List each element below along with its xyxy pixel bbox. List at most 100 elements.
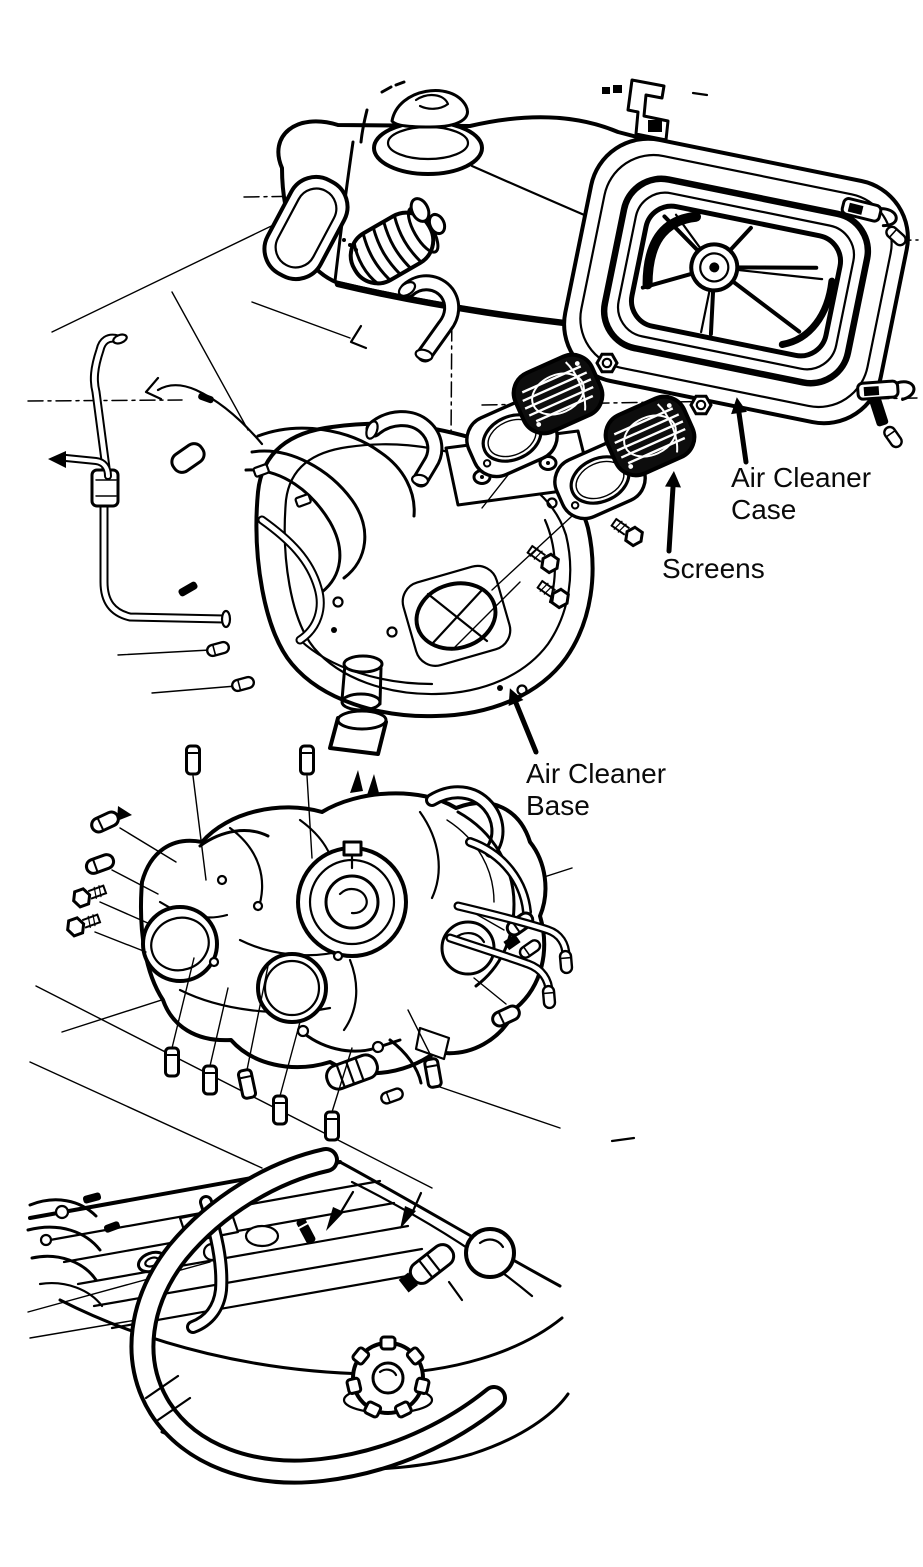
intake-duct-assembly-shape (359, 108, 369, 144)
carb-studs-shape (209, 987, 229, 1067)
corrugated-hose-shape-shape (393, 214, 423, 264)
centerlines-shape (27, 399, 183, 402)
elbow-duct-lower-shape (368, 413, 441, 485)
nut-2 (689, 394, 713, 416)
oil-filler-cap-shape-shape (393, 1400, 413, 1419)
base-small-fittings-shape (151, 685, 237, 694)
carburetor-shape (456, 810, 516, 988)
engine-top-view-shape (29, 1317, 149, 1339)
oil-filler-cap-shape-shape (379, 1335, 397, 1351)
air-cleaner-base-shape (516, 684, 528, 696)
carb-studs-shape (324, 1110, 340, 1142)
base-outlet-hole-shape (430, 588, 484, 646)
accel-pump-shape (354, 1056, 365, 1082)
case-latch-top-shape-shape (847, 202, 864, 215)
base-hoses-shape (250, 449, 367, 580)
base-outlet-hole-shape-shape (414, 581, 498, 651)
carburetor-shape (428, 788, 502, 855)
top-clamp-shape (602, 87, 610, 94)
carb-studs-shape (202, 1064, 218, 1096)
vent-hose (48, 333, 232, 629)
base-outlet-hole (401, 564, 512, 667)
intake-mouth-shape (262, 174, 350, 282)
base-small-fittings-shape (229, 674, 257, 694)
nut-1 (595, 352, 619, 374)
case-latch-top-shape (840, 197, 898, 228)
insert-arrow-icon (349, 324, 368, 350)
carburetor-shape (418, 810, 440, 900)
oil-filler-cap-shape (363, 1400, 383, 1419)
case-latch-bottom-shape (880, 423, 906, 451)
corrugated-hose (342, 197, 447, 286)
case-label-arrowhead-icon (731, 397, 747, 415)
carburetor-shape (216, 874, 228, 886)
pointer-arrow-icon (400, 1206, 416, 1229)
screens-label-text: Screens (662, 553, 765, 584)
corrugated-hose-shape (348, 243, 352, 247)
carb-studs-shape (422, 1056, 444, 1090)
hose-ring (409, 197, 431, 223)
carburetor-shape (332, 950, 344, 962)
intake-mouth-shape (274, 187, 338, 269)
carb-studs-shape (63, 909, 103, 939)
carb-side-pipes-shape (447, 935, 552, 995)
carburetor-shape (35, 985, 433, 1189)
base-label-arrowhead-icon (508, 688, 524, 706)
carburetor-shape (208, 956, 220, 968)
case-label-line1: Air Cleaner (731, 462, 871, 493)
wing-cap-shape (394, 80, 406, 87)
leader-lines-shape (251, 301, 351, 339)
oil-filler-cap-shape (371, 1361, 405, 1395)
carb-studs (63, 744, 544, 1142)
vent-hose-shape (112, 333, 128, 345)
top-clamp-shape (691, 91, 709, 97)
coolant-hose-shape (144, 1374, 180, 1400)
elbow-duct-lower-shape (410, 473, 430, 487)
carb-studs-shape (94, 931, 147, 953)
carburetor-shape (29, 1061, 263, 1169)
engine-top-view-shape (339, 1190, 355, 1214)
carb-diaphragm-shape (324, 874, 380, 930)
base-small-fittings-shape-shape (198, 392, 214, 404)
case-latch-top (840, 197, 910, 249)
corrugated-hose-shape (354, 248, 358, 252)
wiring-cluster-shape (26, 1225, 102, 1252)
coolant-hose (129, 1147, 507, 1485)
gaskets-and-screens (451, 345, 713, 651)
carb-studs-shape (82, 851, 118, 877)
air-cleaner-case-shape-shape (709, 262, 720, 273)
spacer-sleeve-shape (170, 442, 206, 474)
wiring-cluster-shape (28, 1198, 98, 1218)
base-spout-shape (342, 654, 384, 674)
wiring-cluster-shape (244, 1224, 280, 1248)
carb-diaphragm-shape (338, 888, 368, 915)
carb-diaphragm (296, 840, 408, 958)
top-clamp-shape (648, 120, 662, 132)
carb-studs-shape (236, 1067, 258, 1101)
air-cleaner-base-shape (546, 497, 558, 509)
elbow-duct-upper (397, 274, 461, 363)
label-screens: Screens (662, 471, 765, 584)
intake-mouth (262, 174, 350, 282)
carb-studs-shape (407, 1009, 434, 1061)
carb-studs-shape (111, 869, 159, 895)
oil-filler-cap-shape (378, 1368, 398, 1377)
oil-filler-cap-shape-shape (363, 1400, 383, 1419)
air-cleaner-base-shape (497, 685, 503, 691)
base-spout-shape (378, 666, 383, 706)
accel-pump-shape (344, 1060, 356, 1086)
corrugated-hose-shape (348, 206, 440, 286)
insert-arrow-icon (144, 376, 163, 401)
corrugated-hose-shape-shape (371, 226, 402, 276)
air-cleaner-case-shape-shape (616, 191, 856, 371)
top-clamp-shape (613, 85, 622, 93)
base-hoses-shape (259, 517, 323, 643)
label-air-cleaner-case: Air Cleaner Case (731, 397, 871, 525)
wiring-cluster-shape-shape (82, 1192, 102, 1204)
pointer-arrow-icon (326, 1207, 344, 1231)
valve-cover-ribs-shape (110, 1270, 432, 1330)
elbow-duct-upper-shape (397, 281, 417, 297)
base-label-line2: Base (526, 790, 590, 821)
carb-side-pipes-shape (541, 984, 557, 1010)
